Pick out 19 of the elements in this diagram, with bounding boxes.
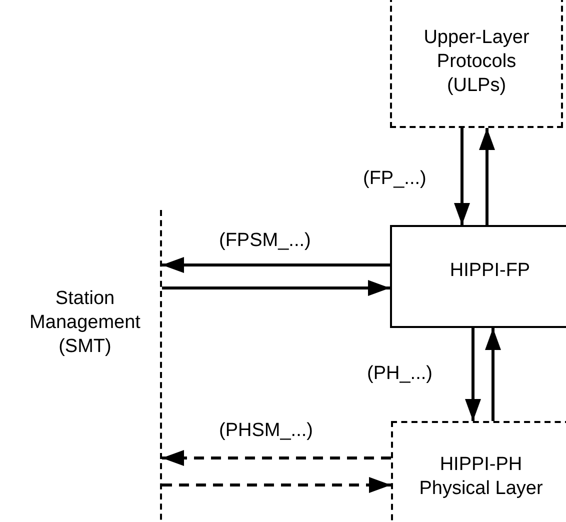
node-label: HIPPI-PH Physical Layer: [418, 453, 544, 500]
dashed-box: [391, 421, 566, 522]
arrow: [465, 328, 481, 421]
dashed-box: [390, 0, 563, 128]
arrow: [162, 450, 391, 466]
arrow: [162, 257, 390, 273]
node-label: HIPPI-FP: [448, 259, 532, 283]
arrow: [454, 128, 470, 225]
node-label: Upper-Layer Protocols (ULPs): [422, 26, 530, 98]
edge-label: (PHSM_...): [218, 420, 314, 442]
process-box: [390, 225, 566, 328]
arrow: [479, 128, 495, 225]
edge-label: (FP_...): [362, 168, 428, 190]
edge-label: (FPSM_...): [218, 230, 312, 252]
node-label: Station Management (SMT): [28, 287, 142, 358]
arrow: [162, 477, 391, 493]
arrow: [162, 280, 390, 296]
arrow: [485, 328, 501, 421]
edge-label: (PH_...): [366, 363, 434, 385]
